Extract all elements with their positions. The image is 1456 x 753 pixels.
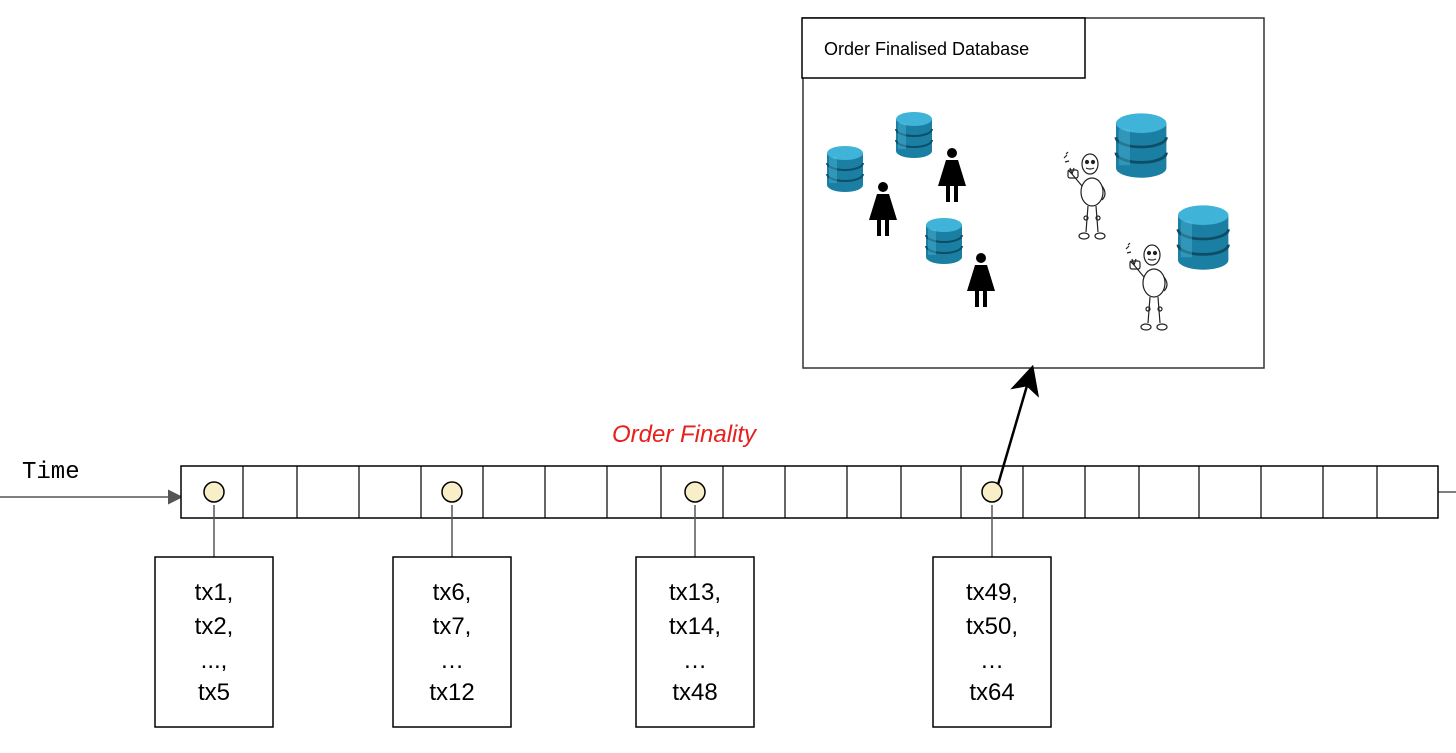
batch-line: tx5 <box>198 679 230 706</box>
batch-3: tx13, tx14, … tx48 <box>635 481 755 728</box>
batch-line: tx49, <box>966 579 1018 606</box>
batch-line: … <box>683 647 707 674</box>
timeline-track <box>180 465 1439 519</box>
batch-marker <box>203 481 225 503</box>
database-title-box <box>801 17 1086 79</box>
batch-marker <box>441 481 463 503</box>
database-icon <box>1176 203 1230 272</box>
batch-line: … <box>440 647 464 674</box>
database-icon <box>895 111 933 159</box>
batch-box <box>932 556 1052 728</box>
batch-line: tx64 <box>969 679 1014 706</box>
finalise-arrow <box>995 364 1040 489</box>
batch-line: tx1, <box>195 579 234 606</box>
time-axis-label: Time <box>22 459 80 486</box>
batch-line: tx6, <box>433 579 472 606</box>
batch-line: ..., <box>201 647 228 674</box>
batch-2: tx6, tx7, … tx12 <box>392 481 512 728</box>
batch-line: … <box>980 647 1004 674</box>
database-title: Order Finalised Database <box>824 39 1029 59</box>
batch-line: tx14, <box>669 613 721 640</box>
batch-1: tx1, tx2, ..., tx5 <box>154 481 274 728</box>
database-panel: Order Finalised Database <box>801 17 1265 369</box>
database-icon <box>1114 112 1168 180</box>
database-icon <box>826 145 864 193</box>
order-finality-label: Order Finality <box>612 421 758 448</box>
batch-line: tx7, <box>433 613 472 640</box>
batch-line: tx48 <box>672 679 717 706</box>
batch-line: tx50, <box>966 613 1018 640</box>
database-icon <box>925 217 963 265</box>
batch-marker <box>981 481 1003 503</box>
batch-line: tx2, <box>195 613 234 640</box>
batch-line: tx13, <box>669 579 721 606</box>
batch-box <box>635 556 755 728</box>
batch-box <box>392 556 512 728</box>
batch-line: tx12 <box>429 679 474 706</box>
batch-marker <box>684 481 706 503</box>
batch-4: tx49, tx50, … tx64 <box>932 481 1052 728</box>
batch-box <box>154 556 274 728</box>
